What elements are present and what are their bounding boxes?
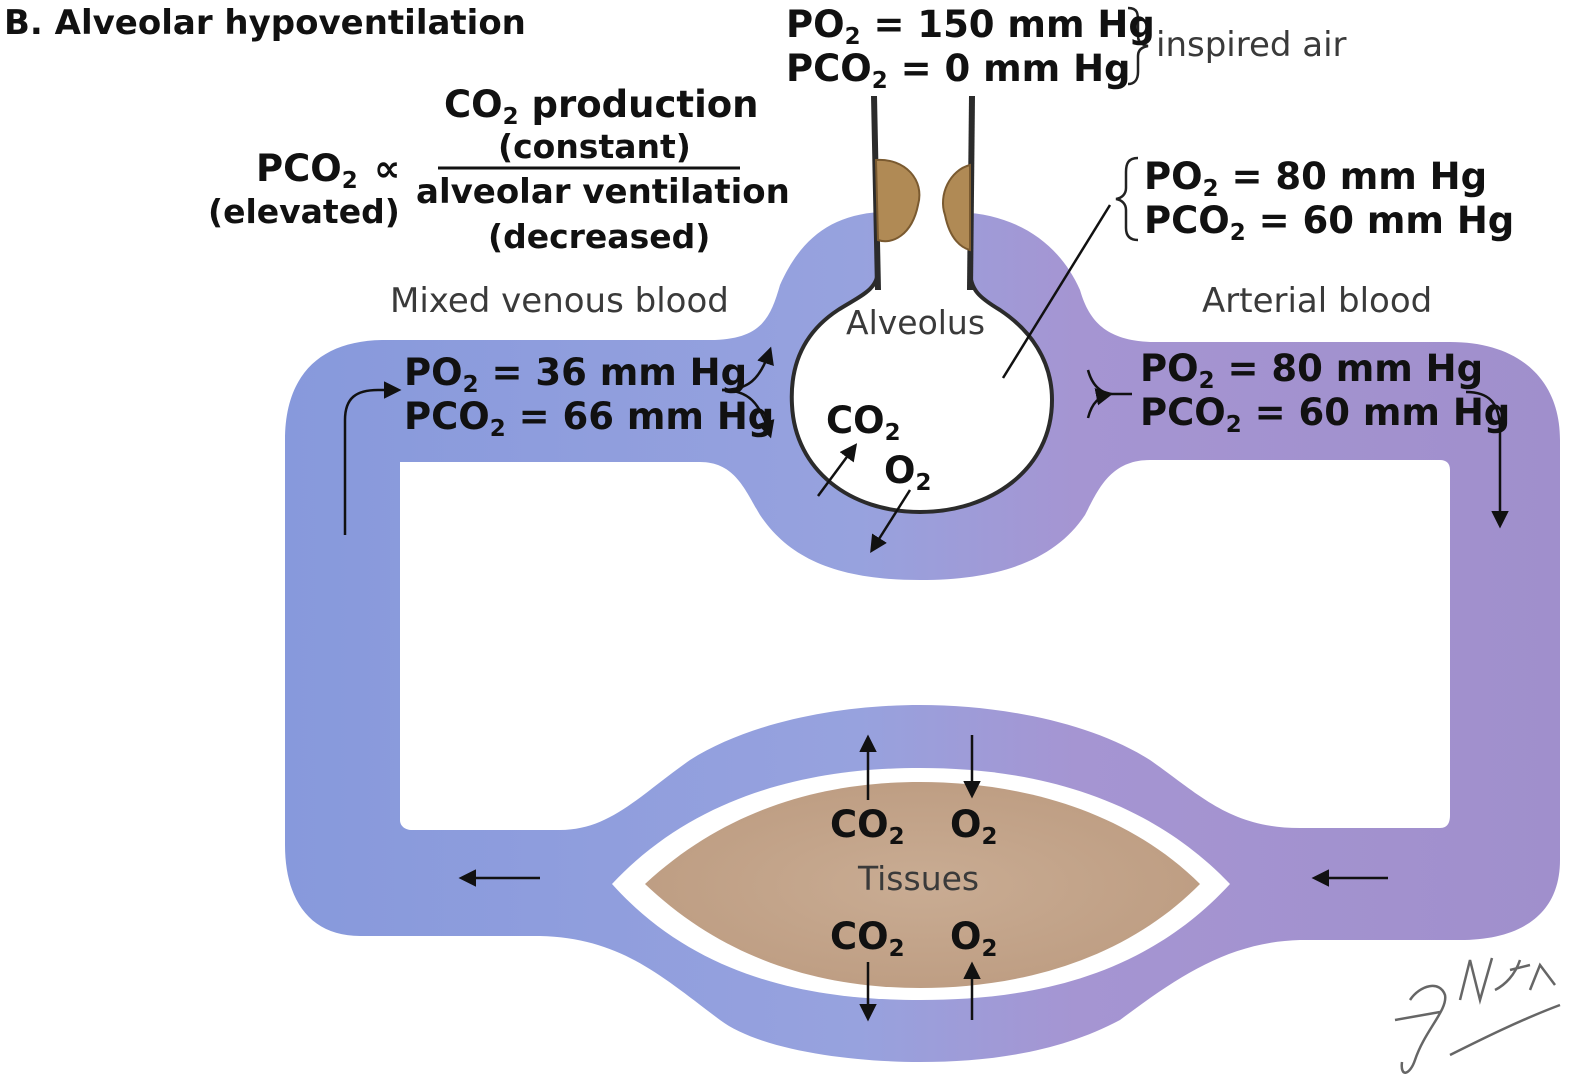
pco2-value: = 66 mm Hg xyxy=(518,395,775,438)
tissue-mass xyxy=(645,782,1200,988)
venous-split-arrow-down xyxy=(721,388,775,439)
pco2-symbol: PCO xyxy=(786,47,872,90)
o2-symbol: O xyxy=(950,803,982,846)
tissue-co2-upper-label: CO2 xyxy=(830,803,905,849)
tissue-o2-upper-label: O2 xyxy=(950,803,997,849)
subscript: 2 xyxy=(915,470,932,497)
subscript: 2 xyxy=(1202,176,1219,203)
o2-symbol: O xyxy=(884,449,916,492)
arterial-label: Arterial blood xyxy=(1202,281,1433,321)
alveolus-label: Alveolus xyxy=(846,303,986,342)
pco2-value: = 0 mm Hg xyxy=(900,47,1131,90)
subscript: 2 xyxy=(1198,368,1215,395)
airway-obstruction-left xyxy=(874,158,921,243)
pco2-value: = 60 mm Hg xyxy=(1258,199,1515,242)
equation-numerator-note: (constant) xyxy=(498,127,691,166)
subscript: 2 xyxy=(1229,220,1246,247)
numerator-text: production xyxy=(531,83,759,126)
po2-symbol: PO xyxy=(786,3,845,46)
subscript: 2 xyxy=(462,372,479,399)
subscript: 2 xyxy=(844,24,861,51)
subscript: 2 xyxy=(884,420,901,447)
co2-symbol: CO xyxy=(444,83,503,126)
equation-numerator: CO2 production xyxy=(444,83,759,129)
netter-signature xyxy=(1394,957,1561,1074)
tissue-o2-lower-label: O2 xyxy=(950,915,997,961)
inspired-air-brace xyxy=(1127,6,1149,86)
po2-value: = 80 mm Hg xyxy=(1231,155,1488,198)
equation-denominator-note: (decreased) xyxy=(488,217,711,256)
airway-obstruction-right xyxy=(942,163,971,252)
co2-symbol: CO xyxy=(830,915,889,958)
arterial-po2: PO2 = 80 mm Hg xyxy=(1140,347,1484,393)
co2-symbol: CO xyxy=(830,803,889,846)
venous-po2: PO2 = 36 mm Hg xyxy=(404,351,748,397)
arterial-flow-arrow-down xyxy=(1465,390,1509,529)
po2-value: = 150 mm Hg xyxy=(873,3,1155,46)
subscript: 2 xyxy=(489,416,506,443)
arterial-pco2: PCO2 = 60 mm Hg xyxy=(1140,391,1511,437)
subscript: 2 xyxy=(888,824,905,851)
tissues-label: Tissues xyxy=(858,859,980,898)
equation-denominator: alveolar ventilation xyxy=(416,172,790,212)
alveolus-o2-label: O2 xyxy=(884,449,931,495)
alveolus-co2-label: CO2 xyxy=(826,399,901,445)
section-title: B. Alveolar hypoventilation xyxy=(4,3,526,43)
po2-symbol: PO xyxy=(1140,347,1199,390)
inspired-pco2: PCO2 = 0 mm Hg xyxy=(786,47,1131,93)
venous-pco2: PCO2 = 66 mm Hg xyxy=(404,395,775,441)
inspired-po2: PO2 = 150 mm Hg xyxy=(786,3,1155,49)
pco2-symbol: PCO xyxy=(404,395,490,438)
arterial-merge-arrow xyxy=(1086,388,1114,419)
tissue-co2-lower-label: CO2 xyxy=(830,915,905,961)
subscript: 2 xyxy=(981,824,998,851)
subscript: 2 xyxy=(871,68,888,95)
pco2-symbol: PCO xyxy=(1140,391,1226,434)
pco2-symbol: PCO xyxy=(1144,199,1230,242)
alveolar-gas-leader xyxy=(1001,204,1112,379)
po2-symbol: PO xyxy=(1144,155,1203,198)
subscript: 2 xyxy=(341,168,358,195)
o2-symbol: O xyxy=(950,915,982,958)
po2-value: = 36 mm Hg xyxy=(491,351,748,394)
alveolar-pco2: PCO2 = 60 mm Hg xyxy=(1144,199,1515,245)
alveolar-po2: PO2 = 80 mm Hg xyxy=(1144,155,1488,201)
o2-into-blood-arrow xyxy=(870,489,912,553)
mixed-venous-label: Mixed venous blood xyxy=(390,281,729,321)
proportional-symbol: ∝ xyxy=(374,147,401,190)
co2-into-alveolus-arrow xyxy=(816,443,858,497)
venous-flow-arrow-up xyxy=(343,381,402,535)
po2-symbol: PO xyxy=(404,351,463,394)
subscript: 2 xyxy=(502,104,519,131)
co2-symbol: CO xyxy=(826,399,885,442)
pco2-value: = 60 mm Hg xyxy=(1254,391,1511,434)
alveolar-gas-brace xyxy=(1115,156,1139,242)
inspired-air-label: inspired air xyxy=(1156,25,1347,65)
pco2-symbol: PCO xyxy=(256,147,342,190)
subscript: 2 xyxy=(1225,412,1242,439)
equation-lhs-note: (elevated) xyxy=(208,192,400,231)
equation-lhs: PCO2 xyxy=(256,147,358,193)
vessel-loop xyxy=(285,212,1560,1062)
subscript: 2 xyxy=(888,936,905,963)
po2-value: = 80 mm Hg xyxy=(1227,347,1484,390)
subscript: 2 xyxy=(981,936,998,963)
